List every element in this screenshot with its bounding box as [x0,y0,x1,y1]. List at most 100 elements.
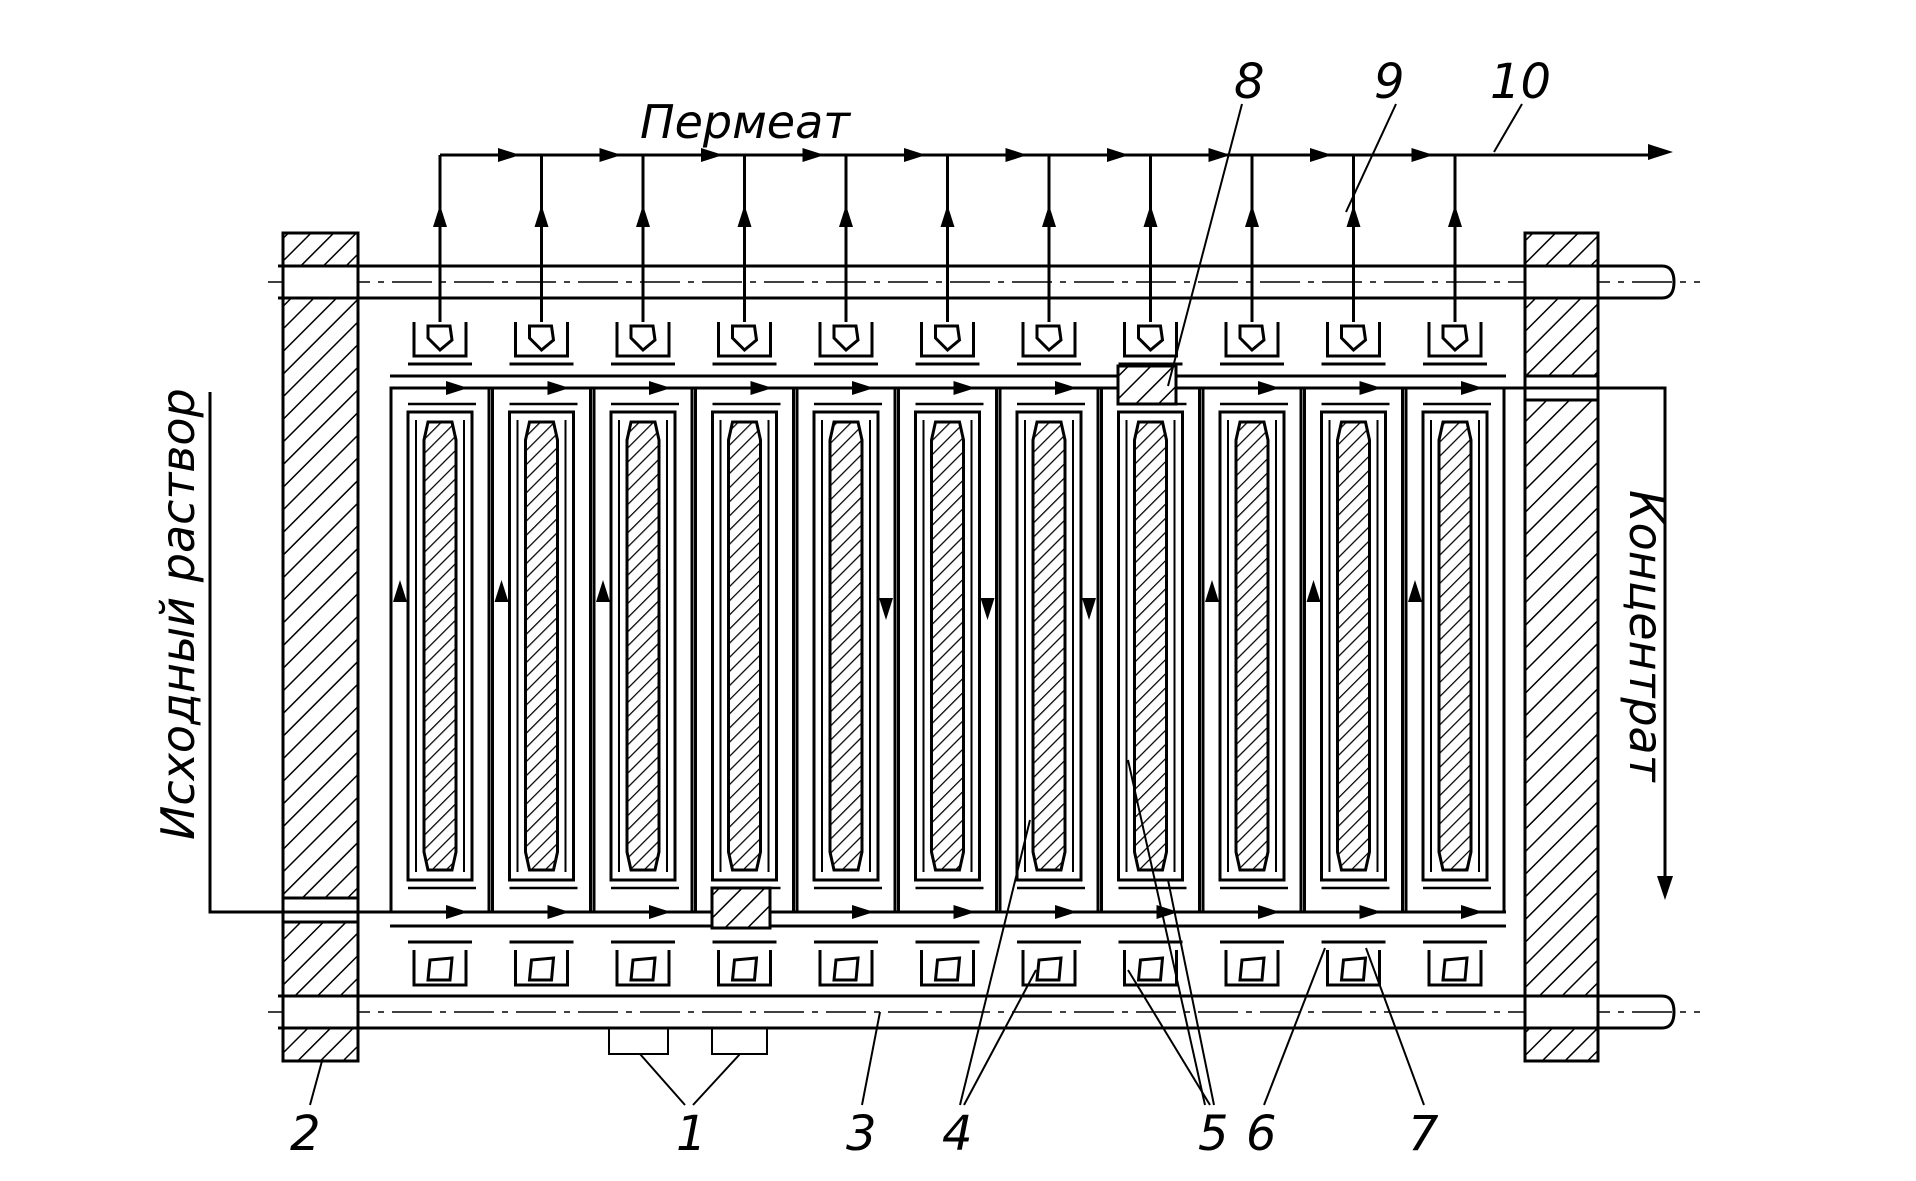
holder-flange [814,402,882,890]
bottom-tie-rod [268,994,1700,1030]
feed-arrow [547,905,570,919]
header-arrow [1411,148,1434,162]
header-arrow [802,148,825,162]
callout-10: 10 [1490,54,1551,110]
callout-4: 4 [942,1106,973,1162]
bottom-port-valve [426,956,454,982]
permeate-up-arrow [1143,205,1158,227]
membrane-holder [1218,410,1286,882]
permeate-up-arrow [1448,205,1462,227]
bottom-port [408,940,472,987]
top-channel-arrow [852,381,874,395]
membrane-unit [1201,148,1332,987]
permeate-port [814,322,878,366]
membrane-holder [1117,410,1184,882]
feed-arrow [446,905,468,919]
membrane-holder [406,410,474,882]
flow-up-arrow [1408,580,1422,602]
cell-frame [998,386,1100,914]
membrane-support [1437,420,1473,872]
membrane-support [1336,420,1371,872]
feed-arrow [953,905,976,919]
header-arrow [1005,148,1028,162]
bottom-port [1118,940,1183,987]
port-valve [1035,324,1063,353]
port-valve [731,324,759,353]
header-arrow [1107,148,1129,162]
feed-arrow [852,905,874,919]
bottom-port-valve [1441,956,1469,982]
membrane-holder [914,410,981,882]
membrane-support [727,420,762,872]
bottom-port [1017,940,1081,987]
callout-1: 1 [676,1106,707,1162]
cell-frame [491,386,592,914]
callout-2: 2 [290,1106,321,1162]
header-arrow [1310,148,1332,162]
permeate-up-arrow [839,205,853,227]
membrane-unit [491,148,622,987]
callout-3: 3 [846,1106,877,1162]
membrane-support [1031,420,1067,872]
flow-down-arrow [879,598,893,620]
feed-arrow [1359,905,1382,919]
holder-flange [1423,402,1491,890]
membrane-support [828,420,864,872]
membrane-support [1234,420,1270,872]
bottom-port-valve [832,956,860,982]
top-channel-arrow [750,381,773,395]
concentrate-label: Концентрат [1619,490,1673,783]
right-end-plate [1523,231,1600,1063]
membrane-unit [1100,148,1231,987]
top-channel-arrow [649,381,671,395]
cell-frame [1201,386,1303,914]
header-arrow [904,148,926,162]
membrane-unit [998,148,1129,987]
feed-label: Исходный раствор [151,388,205,840]
concentrate-channel [390,374,1667,880]
permeate-up-arrow [534,205,549,227]
top-channel-arrow [953,381,976,395]
permeate-port [1017,322,1081,366]
port-valve [1137,324,1165,353]
holder-flange [915,402,984,890]
membrane-holder [1320,410,1387,882]
permeate-port [408,322,472,366]
permeate-label: Пермеат [640,95,851,149]
header-arrow [1208,148,1231,162]
bottom-port [509,940,574,987]
permeate-port [915,322,980,366]
port-valve [528,324,556,353]
bottom-port-valve [1339,956,1368,982]
permeate-up-arrow [1245,205,1259,227]
callout-7: 7 [1408,1106,1439,1162]
callout-leaders [309,103,1523,1106]
cell-frame [1404,386,1506,914]
top-tie-rod [268,264,1700,300]
cell-frame [1303,386,1404,914]
top-channel-arrow [547,381,570,395]
callout-9: 9 [1374,54,1405,110]
membrane-units [389,148,1506,987]
left-end-plate [281,231,360,1063]
flow-up-arrow [1205,580,1219,602]
permeate-port [1321,322,1386,366]
port-valve [426,324,454,353]
permeate-port [1423,322,1487,366]
permeate-up-arrow [1042,205,1056,227]
membrane-holder [1421,410,1489,882]
port-valve [1340,324,1368,353]
header-arrow [701,148,723,162]
bottom-port-valve [1238,956,1266,982]
membrane-unit [389,148,520,987]
bottom-port-valve [629,956,657,982]
flow-up-arrow [393,580,407,602]
membrane-holder [609,410,677,882]
permeate-port [611,322,675,366]
membrane-holder [711,410,778,882]
bottom-flow-blocker [710,886,772,930]
membrane-support [930,420,965,872]
bottom-port [1321,940,1386,987]
permeate-port [1118,322,1183,366]
membrane-holder [1015,410,1083,882]
